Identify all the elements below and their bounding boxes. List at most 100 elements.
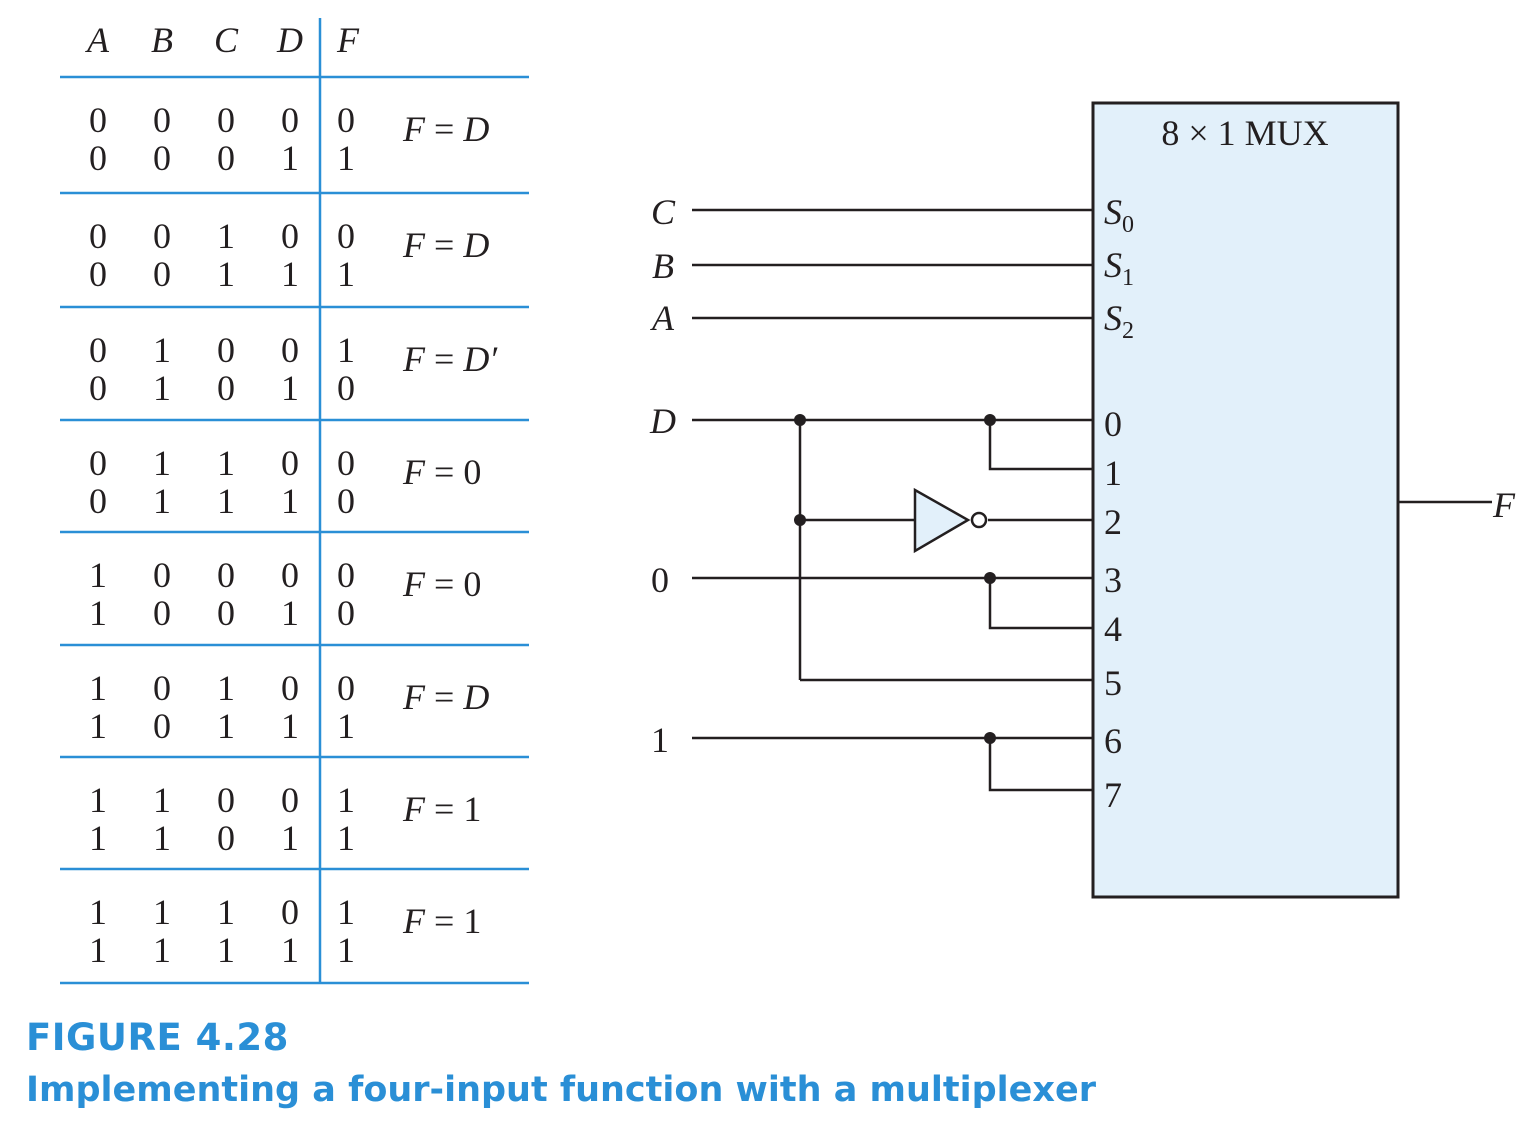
table-cell: 0 <box>281 892 299 932</box>
table-cell: 1 <box>89 706 107 746</box>
table-cell: 1 <box>337 930 355 970</box>
table-cell: 0 <box>281 780 299 820</box>
wires <box>692 208 1492 792</box>
table-cell: 0 <box>337 555 355 595</box>
table-cell: 0 <box>281 100 299 140</box>
table-cell: 0 <box>217 138 235 178</box>
table-cell: 1 <box>153 368 171 408</box>
table-cell: 0 <box>153 593 171 633</box>
table-cell: 0 <box>153 668 171 708</box>
inverter-gate <box>913 487 988 554</box>
table-cell: 0 <box>337 668 355 708</box>
data-pin-4: 4 <box>1104 609 1122 649</box>
inverter-bubble <box>970 511 988 529</box>
table-cell: 1 <box>337 892 355 932</box>
data-pin-labels: 0 1 2 3 4 5 6 7 <box>1104 404 1122 815</box>
data-pin-2: 2 <box>1104 502 1122 542</box>
header-a: A <box>85 20 110 60</box>
table-cell: 0 <box>89 443 107 483</box>
table-cell: 0 <box>337 216 355 256</box>
table-cell: 0 <box>337 593 355 633</box>
header-c: C <box>214 20 239 60</box>
group-expression: F = D <box>402 677 489 717</box>
group-expression: F = 1 <box>402 901 481 941</box>
input-label-zero: 0 <box>651 560 669 600</box>
table-cell: 0 <box>153 706 171 746</box>
wire-d-to-pin1 <box>988 420 1093 471</box>
table-cell: 0 <box>281 555 299 595</box>
table-cell: 1 <box>217 216 235 256</box>
junction-dot <box>794 514 806 526</box>
table-cell: 1 <box>89 780 107 820</box>
table-cell: 0 <box>217 780 235 820</box>
table-cell: 0 <box>89 138 107 178</box>
group-expression: F = D′ <box>402 339 498 379</box>
table-cell: 1 <box>337 780 355 820</box>
select-pin-s2: S2 <box>1104 298 1134 344</box>
table-cell: 1 <box>89 555 107 595</box>
table-cell: 1 <box>153 443 171 483</box>
group-expression: F = D <box>402 225 489 265</box>
table-cell: 1 <box>217 668 235 708</box>
data-pin-7: 7 <box>1104 775 1122 815</box>
table-cell: 0 <box>153 254 171 294</box>
table-cell: 0 <box>337 100 355 140</box>
table-cell: 1 <box>153 892 171 932</box>
data-pin-6: 6 <box>1104 721 1122 761</box>
table-cell: 1 <box>153 930 171 970</box>
table-cell: 1 <box>217 254 235 294</box>
input-label-a: A <box>650 298 675 338</box>
data-pin-3: 3 <box>1104 560 1122 600</box>
table-cell: 0 <box>153 555 171 595</box>
table-cell: 0 <box>89 216 107 256</box>
table-cell: 0 <box>89 254 107 294</box>
table-cell: 1 <box>89 668 107 708</box>
figure-number: FIGURE 4.28 <box>26 1016 289 1059</box>
table-cell: 1 <box>337 254 355 294</box>
header-d: D <box>276 20 303 60</box>
table-cell: 1 <box>89 593 107 633</box>
circuit: 8 × 1 MUX S0 S1 S2 0 1 2 3 4 5 6 7 C B A… <box>649 101 1516 899</box>
table-cell: 1 <box>153 330 171 370</box>
table-cell: 1 <box>217 892 235 932</box>
input-label-b: B <box>652 246 674 286</box>
data-pin-0: 0 <box>1104 404 1122 444</box>
table-cell: 0 <box>281 330 299 370</box>
table-cell: 0 <box>217 555 235 595</box>
junction-dot <box>794 414 806 426</box>
header-f: F <box>336 20 360 60</box>
mux-title: 8 × 1 MUX <box>1161 113 1328 153</box>
inverter-triangle <box>913 487 971 554</box>
table-header: A B C D F <box>85 20 360 60</box>
table-cell: 0 <box>89 330 107 370</box>
table-cell: 0 <box>281 216 299 256</box>
table-cell: 0 <box>217 330 235 370</box>
table-cell: 1 <box>281 138 299 178</box>
table-cell: 1 <box>281 368 299 408</box>
table-cell: 1 <box>281 818 299 858</box>
output-label-f: F <box>1492 485 1516 525</box>
table-cell: 0 <box>281 443 299 483</box>
table-cell: 0 <box>337 443 355 483</box>
input-labels: C B A D 0 1 <box>649 192 676 760</box>
table-cell: 1 <box>153 818 171 858</box>
junction-dot <box>984 572 996 584</box>
group-expression: F = D <box>402 109 489 149</box>
table-cell: 0 <box>153 100 171 140</box>
junction-dots <box>794 414 996 744</box>
group-expression: F = 0 <box>402 452 481 492</box>
table-cell: 1 <box>337 818 355 858</box>
table-cell: 1 <box>217 443 235 483</box>
table-cell: 0 <box>89 368 107 408</box>
table-cell: 1 <box>89 818 107 858</box>
input-label-c: C <box>651 192 676 232</box>
figure-caption: Implementing a four-input function with … <box>26 1070 1096 1110</box>
table-cell: 1 <box>281 481 299 521</box>
junction-dot <box>984 414 996 426</box>
